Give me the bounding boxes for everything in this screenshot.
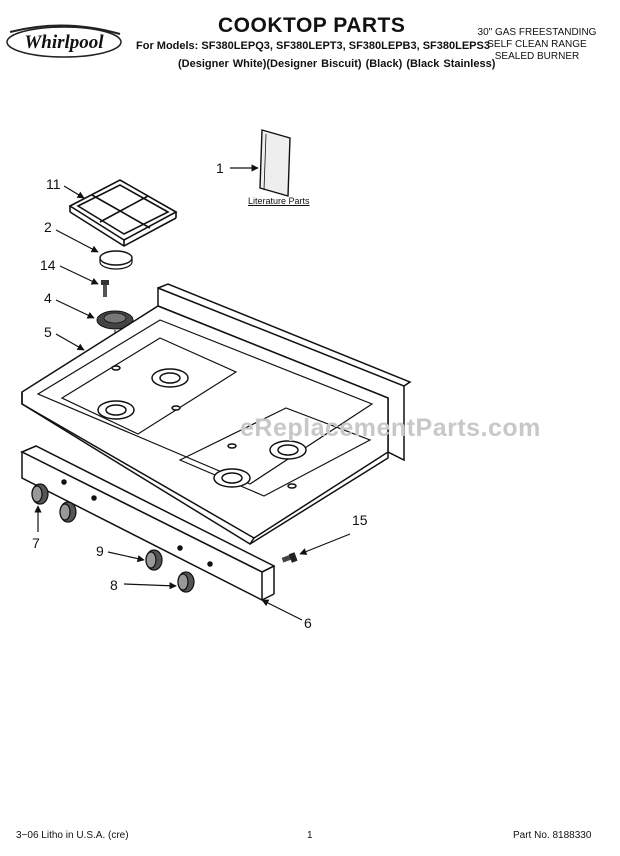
watermark: eReplacementParts.com <box>240 414 541 442</box>
callout-11: 11 <box>46 176 61 192</box>
callout-14: 14 <box>40 257 56 273</box>
footer-litho: 3−06 Litho in U.S.A. (cre) <box>16 830 129 841</box>
leader-lines <box>34 164 351 621</box>
panel-screw <box>281 552 298 563</box>
part-number: Part No. 8188330 <box>513 830 592 841</box>
whirlpool-logo: Whirlpool <box>6 24 122 58</box>
subtitle-line: SELF CLEAN RANGE <box>487 39 587 50</box>
callout-6: 6 <box>304 615 312 631</box>
callout-1: 1 <box>216 160 224 176</box>
knob-7 <box>31 483 49 505</box>
burner-grate <box>68 179 178 247</box>
knob-9a <box>59 501 77 523</box>
subtitle-line: SEALED BURNER <box>494 51 580 62</box>
callout-7: 7 <box>32 535 40 551</box>
literature-booklet <box>259 129 291 197</box>
product-subtitle: 30" GAS FREESTANDING SELF CLEAN RANGE SE… <box>472 27 602 63</box>
brand-name: Whirlpool <box>24 32 104 53</box>
callout-2: 2 <box>44 219 52 235</box>
page-number: 1 <box>307 830 313 841</box>
page-title: COOKTOP PARTS <box>218 14 406 37</box>
burner-screw <box>101 280 109 297</box>
control-knobs <box>31 483 195 593</box>
knob-8 <box>177 571 195 593</box>
callout-labels: 1 11 2 14 4 5 15 7 9 8 6 <box>32 160 368 631</box>
knob-9b <box>145 549 163 571</box>
callout-4: 4 <box>44 290 52 306</box>
literature-parts-label: Literature Parts <box>248 196 310 206</box>
cooktop-panel <box>21 283 412 546</box>
callout-9: 9 <box>96 543 104 559</box>
models-line: For Models: SF380LEPQ3, SF380LEPT3, SF38… <box>136 40 490 52</box>
subtitle-line: 30" GAS FREESTANDING <box>477 27 597 38</box>
burner-openings <box>97 365 307 489</box>
callout-5: 5 <box>44 324 52 340</box>
callout-8: 8 <box>110 577 118 593</box>
callout-15: 15 <box>352 512 368 528</box>
burner-cap <box>99 250 133 270</box>
variants-line: (Designer White)(Designer Biscuit) (Blac… <box>178 58 496 70</box>
